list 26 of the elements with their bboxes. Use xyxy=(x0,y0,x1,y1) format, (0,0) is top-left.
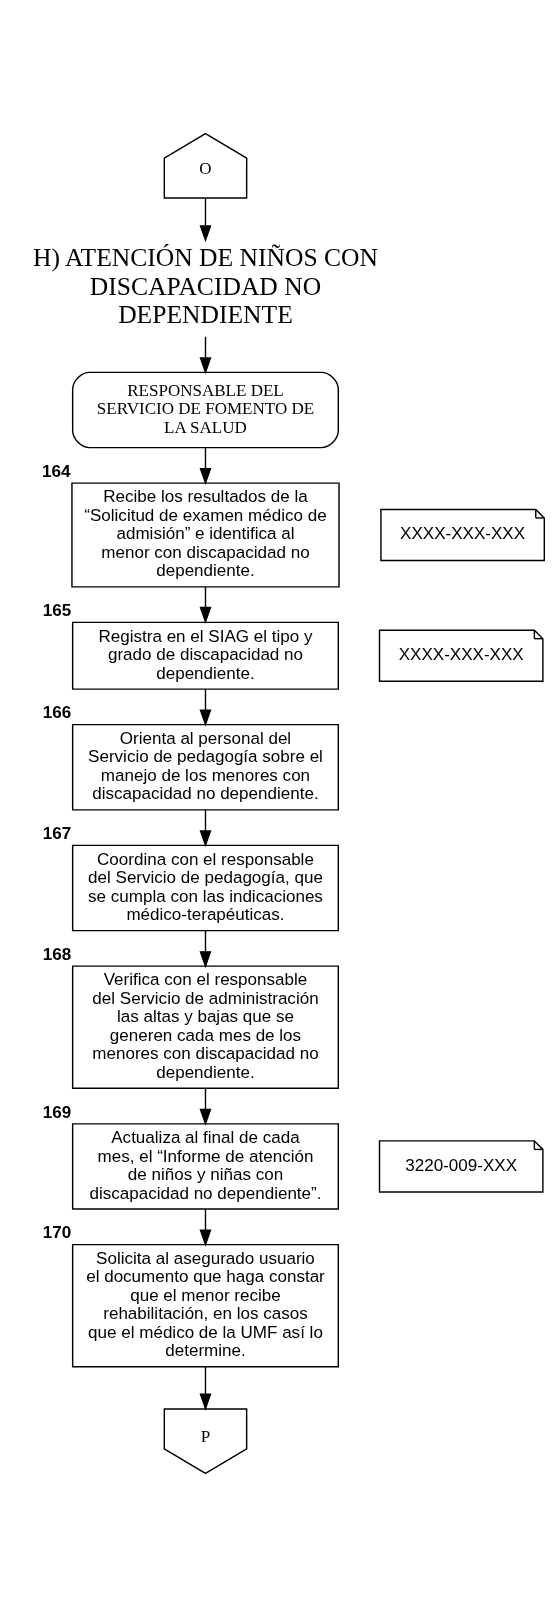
node-label: 170 xyxy=(42,1223,72,1243)
node-label: 167 xyxy=(42,824,72,844)
arrow xyxy=(199,688,212,727)
arrow xyxy=(199,447,212,486)
node-box: Verifica con el responsable del Servicio de administración las altas y bajas que se generen cada mes de los menores con discapacidad no dependiente. xyxy=(71,965,339,1090)
arrow xyxy=(199,1087,212,1126)
arrow xyxy=(199,586,212,624)
node-box: Solicita al asegurado usuario el documento que haga constar que el menor recibe rehabilitación, en los casos que el médico de la UMF así lo determine. xyxy=(71,1243,339,1368)
arrow xyxy=(199,930,212,969)
arrow xyxy=(199,1366,212,1411)
node-box: Coordina con el responsable del Servicio de pedagogía, que se cumpla con las indicaciones médico-terapéuticas. xyxy=(71,844,339,932)
arrow xyxy=(199,1208,212,1247)
arrow xyxy=(199,336,212,375)
node-label: 168 xyxy=(42,944,72,964)
node-text: H) ATENCIÓN DE NIÑOS CON DISCAPACIDAD NO DEPENDIENTE xyxy=(32,243,379,330)
arrow xyxy=(199,197,212,243)
node-box: Actualiza al final de cada mes, el “Informe de atención de niños y niñas con discapacidad no dependiente”. xyxy=(71,1123,339,1210)
node-label: 169 xyxy=(42,1102,72,1122)
node-label: 165 xyxy=(42,601,72,621)
node-box: RESPONSABLE DEL SERVICIO DE FOMENTO DE LA SALUD xyxy=(71,371,339,449)
node-box: Orienta al personal del Servicio de pedagogía sobre el manejo de los menores con discapacidad no dependiente. xyxy=(71,723,339,811)
node-label: 164 xyxy=(42,461,71,481)
arrow xyxy=(199,809,212,848)
node-box: Recibe los resultados de la “Solicitud de examen médico de admisión” e identifica al menor con discapacidad no dependiente. xyxy=(71,482,340,588)
node-label: 166 xyxy=(42,703,72,723)
node-box: Registra en el SIAG el tipo y grado de discapacidad no dependiente. xyxy=(71,621,339,690)
